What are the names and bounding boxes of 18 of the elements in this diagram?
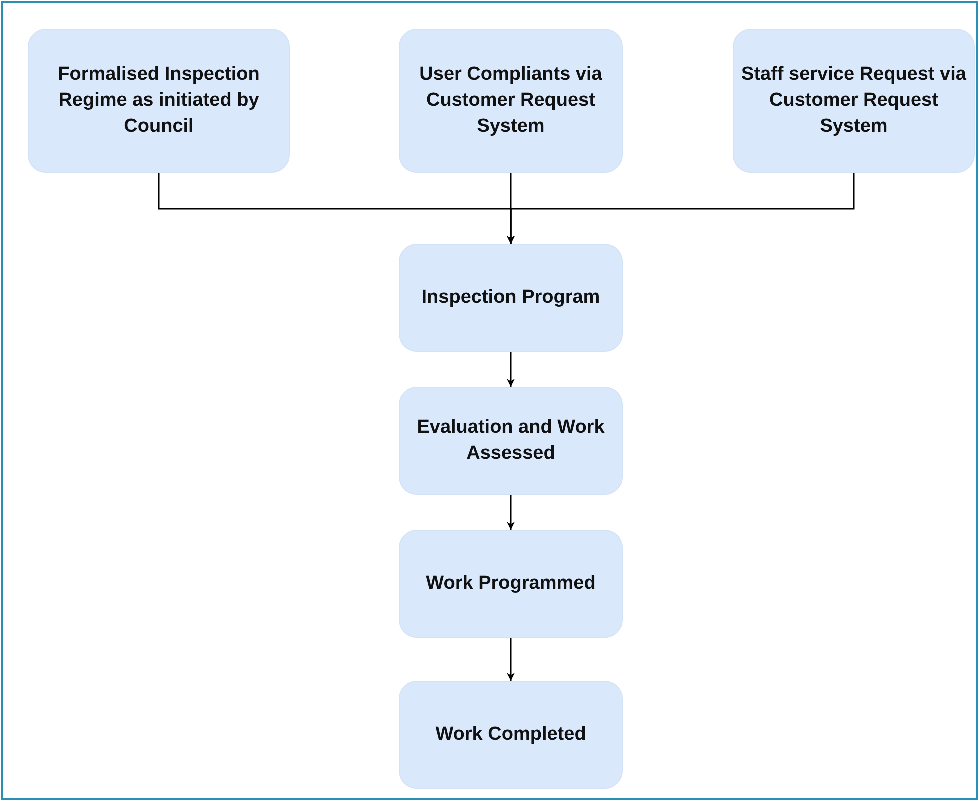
box-label: Staff service Request via Customer Request System xyxy=(740,63,968,139)
box-label: Work Completed xyxy=(436,723,586,747)
process-box xyxy=(399,681,623,789)
box-label: User Compliants via Customer Request System xyxy=(418,63,604,139)
process-box xyxy=(28,29,290,173)
arrow xyxy=(507,638,515,681)
box-label: Evaluation and Work Assessed xyxy=(416,416,606,466)
process-box xyxy=(399,29,623,173)
box-label: Formalised Inspection Regime as initiated by Council xyxy=(57,63,261,139)
process-box xyxy=(733,29,975,173)
arrow xyxy=(507,495,515,530)
box-label: Work Programmed xyxy=(426,572,596,596)
process-box xyxy=(399,530,623,638)
arrow xyxy=(507,352,515,387)
arrow xyxy=(507,173,855,244)
box-label: Inspection Program xyxy=(422,286,600,310)
process-box xyxy=(399,387,623,495)
process-box xyxy=(399,244,623,352)
